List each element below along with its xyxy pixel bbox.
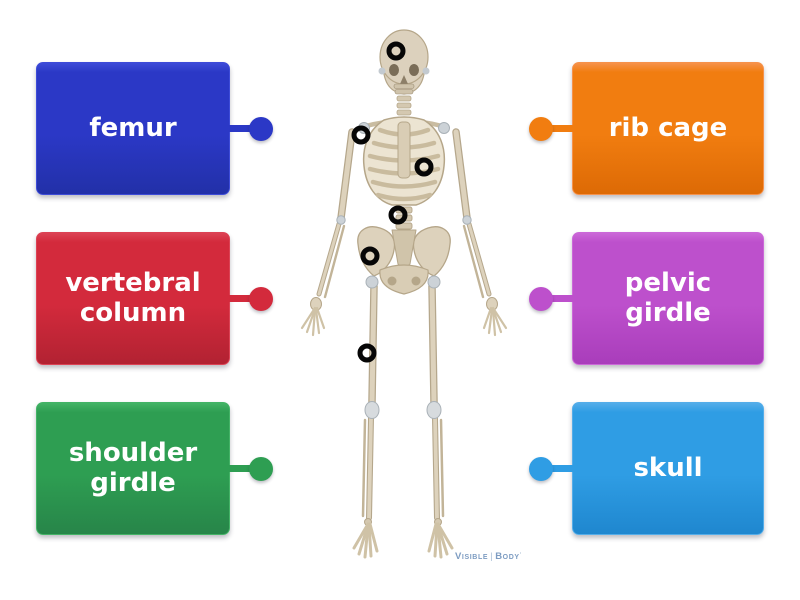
skeleton-image	[300, 29, 508, 559]
label-tile-shoulder-girdle[interactable]: shoulder girdle	[36, 402, 273, 535]
connector-dot	[249, 116, 273, 141]
connector-stub	[541, 465, 573, 472]
label-tile-femur[interactable]: femur	[36, 62, 273, 195]
connector-stub	[541, 125, 573, 132]
pin-marker-rib-cage[interactable]	[414, 157, 434, 177]
connector-stub	[229, 295, 261, 302]
pin-marker-femur[interactable]	[357, 343, 377, 363]
label-text: vertebral column	[65, 267, 201, 328]
connector-stub	[229, 125, 261, 132]
connector-dot	[249, 456, 273, 481]
connector-dot	[529, 286, 553, 311]
label-text: shoulder girdle	[68, 437, 198, 498]
connector-dot	[529, 456, 553, 481]
connector-dot	[529, 116, 553, 141]
label-text: skull	[633, 452, 703, 483]
label-tile-skull[interactable]: skull	[529, 402, 764, 535]
label-tile-vertebral-column[interactable]: vertebral column	[36, 232, 273, 365]
pin-marker-skull[interactable]	[386, 41, 406, 61]
pin-marker-lower-spine[interactable]	[388, 205, 408, 225]
connector-stub	[229, 465, 261, 472]
visible-body-watermark: Visible|Body·	[455, 551, 522, 562]
connector-stub	[541, 295, 573, 302]
watermark-trademark: ·	[519, 551, 523, 557]
label-text: pelvic girdle	[624, 267, 712, 328]
label-text: rib cage	[608, 112, 728, 143]
watermark-text-left: Visible	[455, 551, 489, 562]
connector-dot	[249, 286, 273, 311]
watermark-text-right: Body	[495, 551, 520, 562]
pin-marker-shoulder[interactable]	[351, 125, 371, 145]
pin-marker-pelvis[interactable]	[360, 246, 380, 266]
label-tile-rib-cage[interactable]: rib cage	[529, 62, 764, 195]
label-tile-pelvic-girdle[interactable]: pelvic girdle	[529, 232, 764, 365]
label-text: femur	[89, 112, 177, 143]
watermark-divider: |	[490, 551, 494, 562]
